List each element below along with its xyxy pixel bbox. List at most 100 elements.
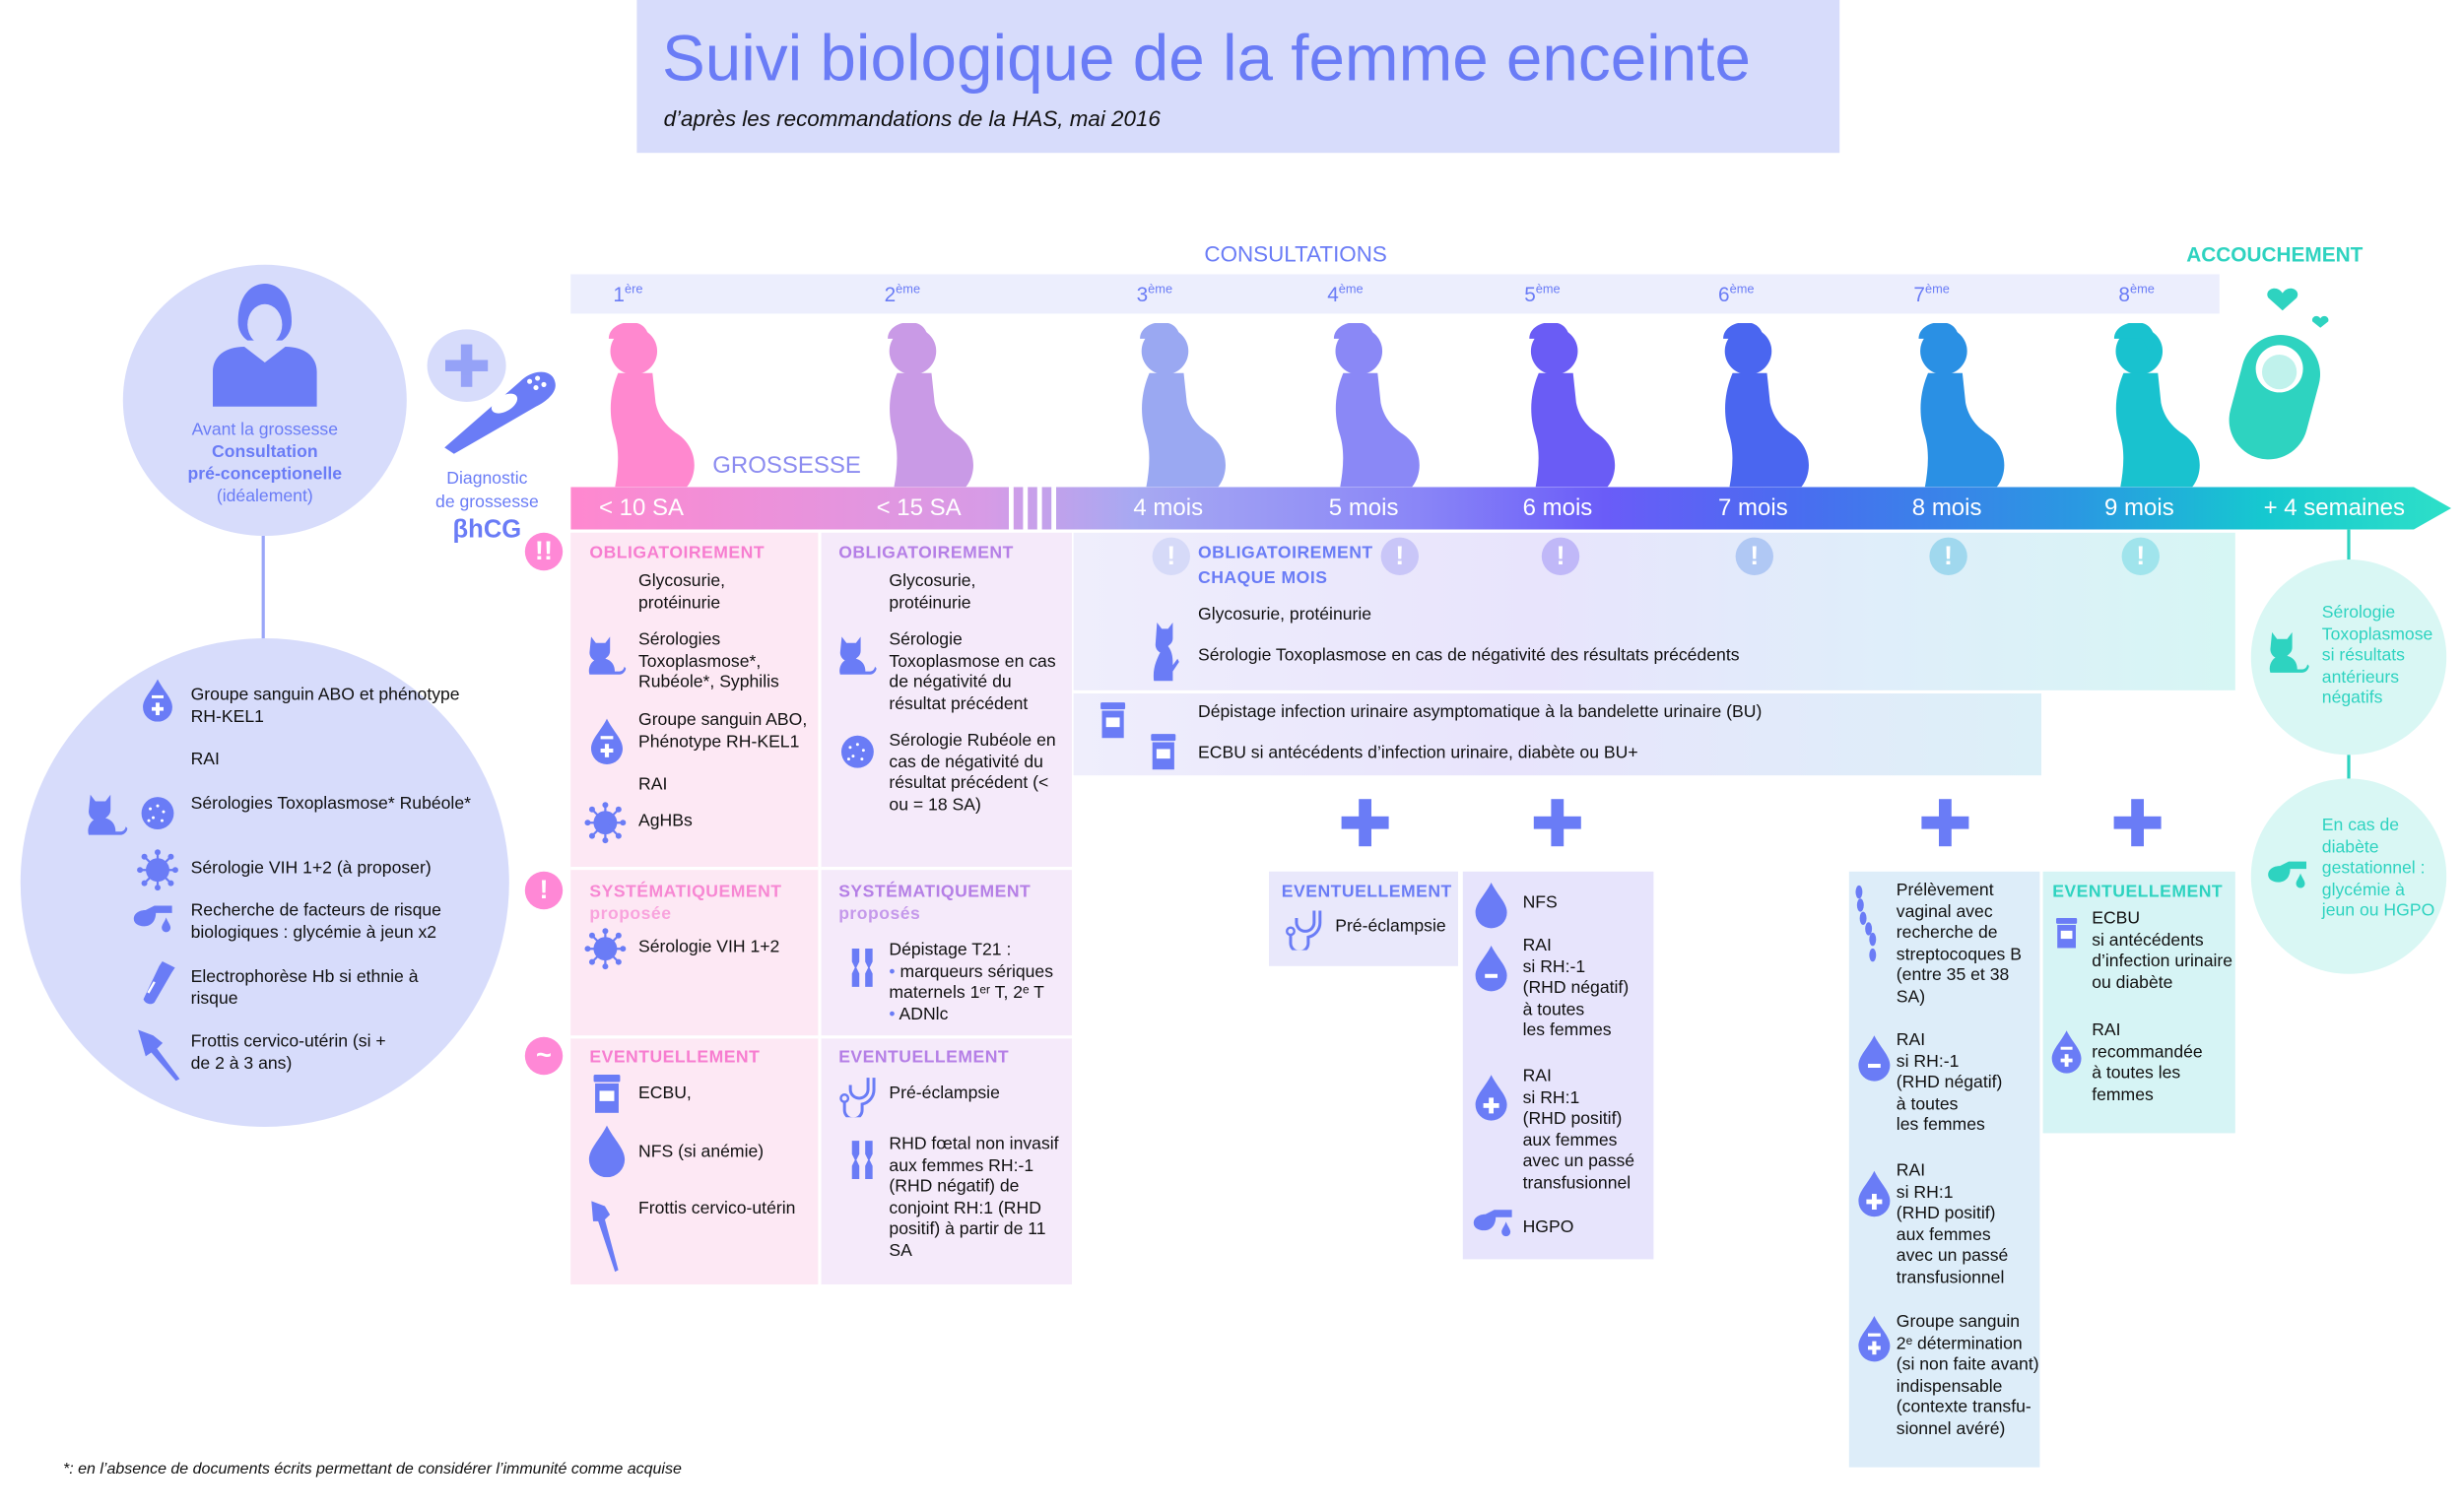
test-item: Pré-éclampsie [1335, 917, 1446, 937]
consultations-label: CONSULTATIONS [1204, 240, 1387, 267]
chromosome-icon [840, 940, 885, 997]
month9-box: EVENTUELLEMENT ECBU si antécédents d’inf… [2042, 871, 2235, 1134]
footnote: *: en l’absence de documents écrits perm… [63, 1461, 682, 1478]
test-item: Prélèvement vaginal avec recherche de st… [1896, 881, 2022, 1008]
rh-positive-drop-icon [1468, 1069, 1515, 1126]
month5-box: NFS RAI si RH:-1 (RHD négatif) à toutes … [1462, 871, 1654, 1260]
cervical-brush-icon [591, 1201, 619, 1273]
pre-item: Groupe sanguin ABO et phénotype RH-KEL1 [190, 686, 460, 726]
month8-box: Prélèvement vaginal avec recherche de st… [1848, 871, 2040, 1468]
test-item: ECBU, [638, 1084, 692, 1103]
mandatory-alert-icon: !! [524, 532, 564, 571]
preconception-circle: Avant la grossesse Consultation pré-conc… [122, 264, 407, 536]
pre-item: Sérologies Toxoplasmose* Rubéole* [190, 794, 471, 814]
pregnant-woman-icon [865, 323, 975, 487]
test-item: Glycosurie, protéinurie [889, 571, 976, 613]
title-banner: Suivi biologique de la femme enceinte d’… [636, 0, 1840, 154]
month4-optional-box: EVENTUELLEMENT Pré-éclampsie [1269, 871, 1458, 966]
hcg-label: βhCG [452, 516, 522, 544]
pregnant-woman-icon [586, 323, 697, 487]
test-item: RAI si RH:1 (RHD positif) aux femmes ave… [1522, 1067, 1635, 1194]
test-item: RHD fœtal non invasif aux femmes RH:-1 (… [889, 1135, 1059, 1261]
section-optional: EVENTUELLEMENT [589, 1048, 761, 1068]
consult-5: 5ème [1524, 282, 1561, 306]
test-item: Glycosurie, protéinurie [638, 571, 726, 613]
connector-line [2347, 529, 2351, 561]
blood-group-drop-icon [583, 715, 631, 765]
timeline-label: 7 mois [1718, 494, 1788, 522]
test-item: Dépistage infection urinaire asymptomati… [1198, 702, 1763, 722]
rubella-icon [136, 791, 180, 835]
consult-6: 6ème [1718, 282, 1755, 306]
test-item: Frottis cervico-utérin [638, 1199, 796, 1218]
stethoscope-icon [838, 1074, 883, 1118]
urinary-panel: Dépistage infection urinaire asymptomati… [1073, 693, 2041, 776]
pre-item: RAI [190, 750, 220, 769]
diag-line2: de grossesse [435, 493, 539, 512]
newborn-baby-icon [2229, 288, 2329, 460]
pre-item: Recherche de facteurs de risque biologiq… [190, 901, 441, 942]
blood-group-drop-icon [136, 678, 180, 722]
pregnancy-test-icon [444, 371, 556, 454]
pregnant-woman-icon [1897, 323, 2007, 487]
timeline-label: < 15 SA [876, 494, 962, 522]
rh-negative-drop-icon [1468, 940, 1515, 997]
diag-line1: Diagnostic [446, 469, 528, 489]
chromosome-icon [840, 1132, 885, 1189]
virus-icon [583, 801, 628, 845]
virus-icon [136, 848, 180, 892]
test-item: AgHBs [638, 812, 693, 831]
plus-icon [2113, 799, 2162, 847]
section-optional: EVENTUELLEMENT [1281, 883, 1452, 902]
grossesse-label: GROSSESSE [712, 452, 861, 480]
finger-prick-icon [1468, 1203, 1518, 1247]
alert-icon: ! [1380, 537, 1419, 575]
systematic-alert-icon: ! [524, 871, 564, 910]
plus-icon [1921, 799, 1969, 847]
postpartum-item: Sérologie Toxoplasmose si résultats anté… [2321, 603, 2433, 708]
urine-jar-icon [585, 1072, 630, 1116]
test-item: Sérologie Toxoplasmose en cas de négativ… [1198, 646, 1740, 666]
alert-icon: ! [2121, 537, 2160, 575]
timeline-label: 8 mois [1911, 494, 1982, 522]
rh-positive-drop-icon [1850, 1164, 1898, 1221]
test-item: RAI si RH:-1 (RHD négatif) à toutes les … [1522, 936, 1630, 1041]
blood-drop-icon [580, 1124, 633, 1177]
urine-test-icon [1093, 696, 1134, 744]
consult-1: 1ère [613, 282, 643, 306]
test-item: Glycosurie, protéinurie [1198, 605, 1372, 624]
rh-negative-drop-icon [1850, 1029, 1898, 1086]
test-item: Sérologie Toxoplasmose en cas de négativ… [889, 630, 1056, 714]
timeline-label: + 4 semaines [2263, 494, 2406, 522]
pre-item: Sérologie VIH 1+2 (à proposer) [190, 859, 432, 879]
pregnant-woman-icon [1117, 323, 1228, 487]
cat-icon [833, 630, 881, 681]
preconception-consult: Consultation [212, 442, 318, 462]
test-item: RAI [638, 775, 668, 795]
test-item: RAI si RH:-1 (RHD négatif) à toutes les … [1896, 1030, 2003, 1136]
cat-icon [2264, 625, 2314, 679]
urine-jar-icon [1143, 728, 1184, 775]
postpartum-item: En cas de diabète gestationnel : glycémi… [2321, 816, 2435, 921]
column-first-consultation: OBLIGATOIREMENT Glycosurie, protéinurie … [570, 532, 819, 1284]
test-item: ECBU si antécédents d’infection urinaire… [2092, 909, 2233, 993]
consult-7: 7ème [1913, 282, 1950, 306]
section-mandatory: OBLIGATOIREMENT [838, 544, 1014, 563]
preconception-ideal: (idéalement) [216, 487, 313, 506]
section-mandatory: OBLIGATOIREMENT [589, 544, 766, 563]
test-item: NFS (si anémie) [638, 1143, 765, 1162]
alert-icon: ! [1735, 537, 1773, 575]
blood-group-drop-icon [1850, 1310, 1898, 1367]
preconception-before: Avant la grossesse [191, 421, 338, 440]
section-optional: EVENTUELLEMENT [838, 1048, 1010, 1068]
urine-jar-icon [2049, 909, 2084, 956]
timeline-label: 6 mois [1522, 494, 1593, 522]
pre-item: Electrophorèse Hb si ethnie à risque [190, 967, 419, 1009]
accouchement-label: ACCOUCHEMENT [2186, 242, 2364, 267]
cat-icon [82, 788, 132, 841]
timeline-bar: < 10 SA < 15 SA 4 mois 5 mois 6 mois 7 m… [570, 487, 2452, 530]
postpartum-diabetes-circle: En cas de diabète gestationnel : glycémi… [2250, 778, 2447, 974]
test-item: Dépistage T21 : marqueurs sériques mater… [889, 941, 1068, 1026]
